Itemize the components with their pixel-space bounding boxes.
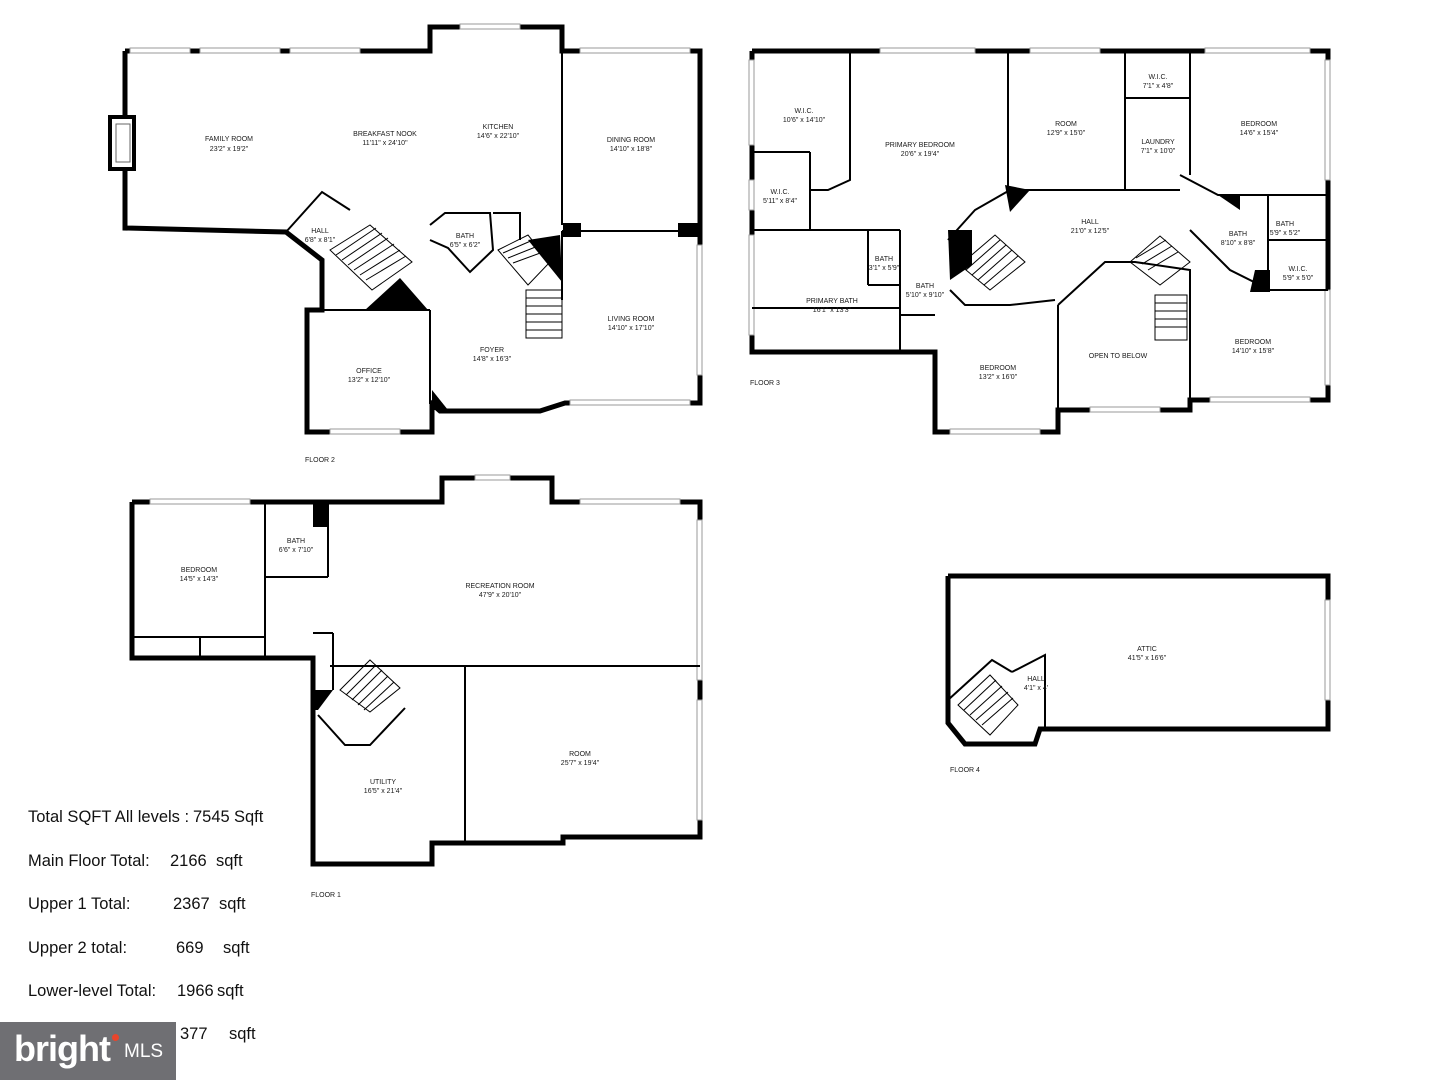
brand-suffix: MLS: [124, 1041, 164, 1062]
room-dimensions: 6'5" x 6'2": [450, 242, 481, 249]
room-dimensions: 5'9" x 5'0": [1283, 275, 1314, 282]
total-value: 7545: [193, 808, 230, 826]
room-name: OPEN TO BELOW: [1089, 353, 1148, 360]
room-name: PRIMARY BATH: [806, 298, 858, 305]
room-dimensions: 4'1" x 4': [1024, 685, 1048, 692]
room-dimensions: 14'10" x 18'8": [610, 146, 653, 153]
room-dimensions: 14'6" x 15'4": [1240, 130, 1279, 137]
room-dimensions: 6'8" x 8'1": [305, 237, 336, 244]
total-value: 2367: [173, 895, 210, 913]
total-unit: sqft: [219, 895, 246, 913]
room-dimensions: 5'10" x 9'10": [906, 292, 945, 299]
room-dimensions: 47'9" x 20'10": [479, 592, 522, 599]
room-name: BEDROOM: [1241, 121, 1277, 128]
room-name: UTILITY: [370, 779, 396, 786]
room-dimensions: 5'11" x 8'4": [763, 198, 797, 205]
room-name: DINING ROOM: [607, 137, 655, 144]
room-dimensions: 8'10" x 8'8": [1221, 240, 1256, 247]
room-dimensions: 3'1" x 5'9": [869, 265, 900, 272]
total-value: 1966: [177, 982, 214, 1000]
floor-label: FLOOR 1: [311, 892, 341, 899]
total-label: Upper 1 Total:: [28, 895, 131, 913]
room-dimensions: 16'5" x 21'4": [364, 788, 403, 795]
brand-name: bright: [14, 1028, 111, 1069]
room-name: BATH: [1229, 231, 1247, 238]
brand-dot-icon: [112, 1034, 119, 1041]
room-dimensions: 14'8" x 16'3": [473, 356, 512, 363]
room-name: HALL: [1081, 219, 1099, 226]
room-name: BEDROOM: [980, 365, 1016, 372]
floor-label: FLOOR 4: [950, 767, 980, 774]
room-name: BATH: [1276, 221, 1294, 228]
room-name: W.I.C.: [794, 108, 813, 115]
total-value: 2166: [170, 852, 207, 870]
room-dimensions: 21'0" x 12'5": [1071, 228, 1110, 235]
room-dimensions: 14'10" x 15'8": [1232, 348, 1275, 355]
room-dimensions: 25'7" x 19'4": [561, 760, 600, 767]
floor-3-plan: W.I.C. 10'6" x 14'10" PRIMARY BEDROOM 20…: [748, 47, 1331, 435]
room-name: BATH: [875, 256, 893, 263]
total-value: 377: [180, 1025, 208, 1043]
room-dimensions: 10'6" x 14'10": [783, 117, 826, 124]
room-name: FOYER: [480, 347, 504, 354]
total-value: 669: [176, 939, 204, 957]
total-unit: sqft: [217, 982, 244, 1000]
total-label: Main Floor Total:: [28, 852, 150, 870]
room-name: BATH: [287, 538, 305, 545]
room-name: BATH: [456, 233, 474, 240]
room-dimensions: 5'9" x 5'2": [1270, 230, 1301, 237]
total-unit: sqft: [216, 852, 243, 870]
floor-label: FLOOR 2: [305, 457, 335, 464]
total-unit: sqft: [223, 939, 250, 957]
room-name: LIVING ROOM: [608, 316, 655, 323]
room-name: W.I.C.: [770, 189, 789, 196]
room-dimensions: 11'11" x 24'10": [362, 140, 408, 147]
bright-mls-logo: bright MLS: [0, 1022, 176, 1080]
room-dimensions: 14'6" x 22'10": [477, 133, 520, 140]
floor-2-plan: FAMILY ROOM 23'2" x 19'2" BREAKFAST NOOK…: [108, 23, 703, 464]
room-dimensions: 12'9" x 15'0": [1047, 130, 1086, 137]
room-name: BATH: [916, 283, 934, 290]
total-unit: Sqft: [234, 808, 264, 826]
room-name: W.I.C.: [1288, 266, 1307, 273]
room-name: ROOM: [1055, 121, 1077, 128]
room-dimensions: 16'1" x 13'3": [813, 307, 852, 314]
total-unit: sqft: [229, 1025, 256, 1043]
room-name: RECREATION ROOM: [465, 583, 534, 590]
total-label: Total SQFT All levels :: [28, 808, 190, 826]
room-name: FAMILY ROOM: [205, 136, 253, 143]
room-name: ROOM: [569, 751, 591, 758]
room-dimensions: 14'5" x 14'3": [180, 576, 219, 583]
room-name: HALL: [311, 228, 329, 235]
room-name: LAUNDRY: [1141, 139, 1175, 146]
room-dimensions: 6'6" x 7'10": [279, 547, 314, 554]
room-name: BREAKFAST NOOK: [353, 131, 417, 138]
floor-label: FLOOR 3: [750, 380, 780, 387]
room-name: BEDROOM: [1235, 339, 1271, 346]
floor-4-plan: ATTIC 41'5" x 16'6" HALL 4'1" x 4' FLOOR…: [945, 573, 1331, 774]
room-name: W.I.C.: [1148, 74, 1167, 81]
room-name: BEDROOM: [181, 567, 217, 574]
room-dimensions: 20'6" x 19'4": [901, 151, 940, 158]
room-name: KITCHEN: [483, 124, 514, 131]
total-label: Upper 2 total:: [28, 939, 128, 957]
room-name: OFFICE: [356, 368, 382, 375]
room-name: PRIMARY BEDROOM: [885, 142, 955, 149]
room-dimensions: 7'1" x 10'0": [1141, 148, 1176, 155]
room-dimensions: 41'5" x 16'6": [1128, 655, 1167, 662]
room-name: ATTIC: [1137, 646, 1157, 653]
floor-1-plan: BEDROOM 14'5" x 14'3" BATH 6'6" x 7'10" …: [129, 474, 703, 899]
room-dimensions: 14'10" x 17'10": [608, 325, 655, 332]
total-label: Lower-level Total:: [28, 982, 157, 1000]
room-dimensions: 23'2" x 19'2": [210, 146, 249, 153]
room-dimensions: 13'2" x 12'10": [348, 377, 391, 384]
room-dimensions: 7'1" x 4'8": [1143, 83, 1174, 90]
room-dimensions: 13'2" x 16'0": [979, 374, 1018, 381]
room-name: HALL: [1027, 676, 1045, 683]
